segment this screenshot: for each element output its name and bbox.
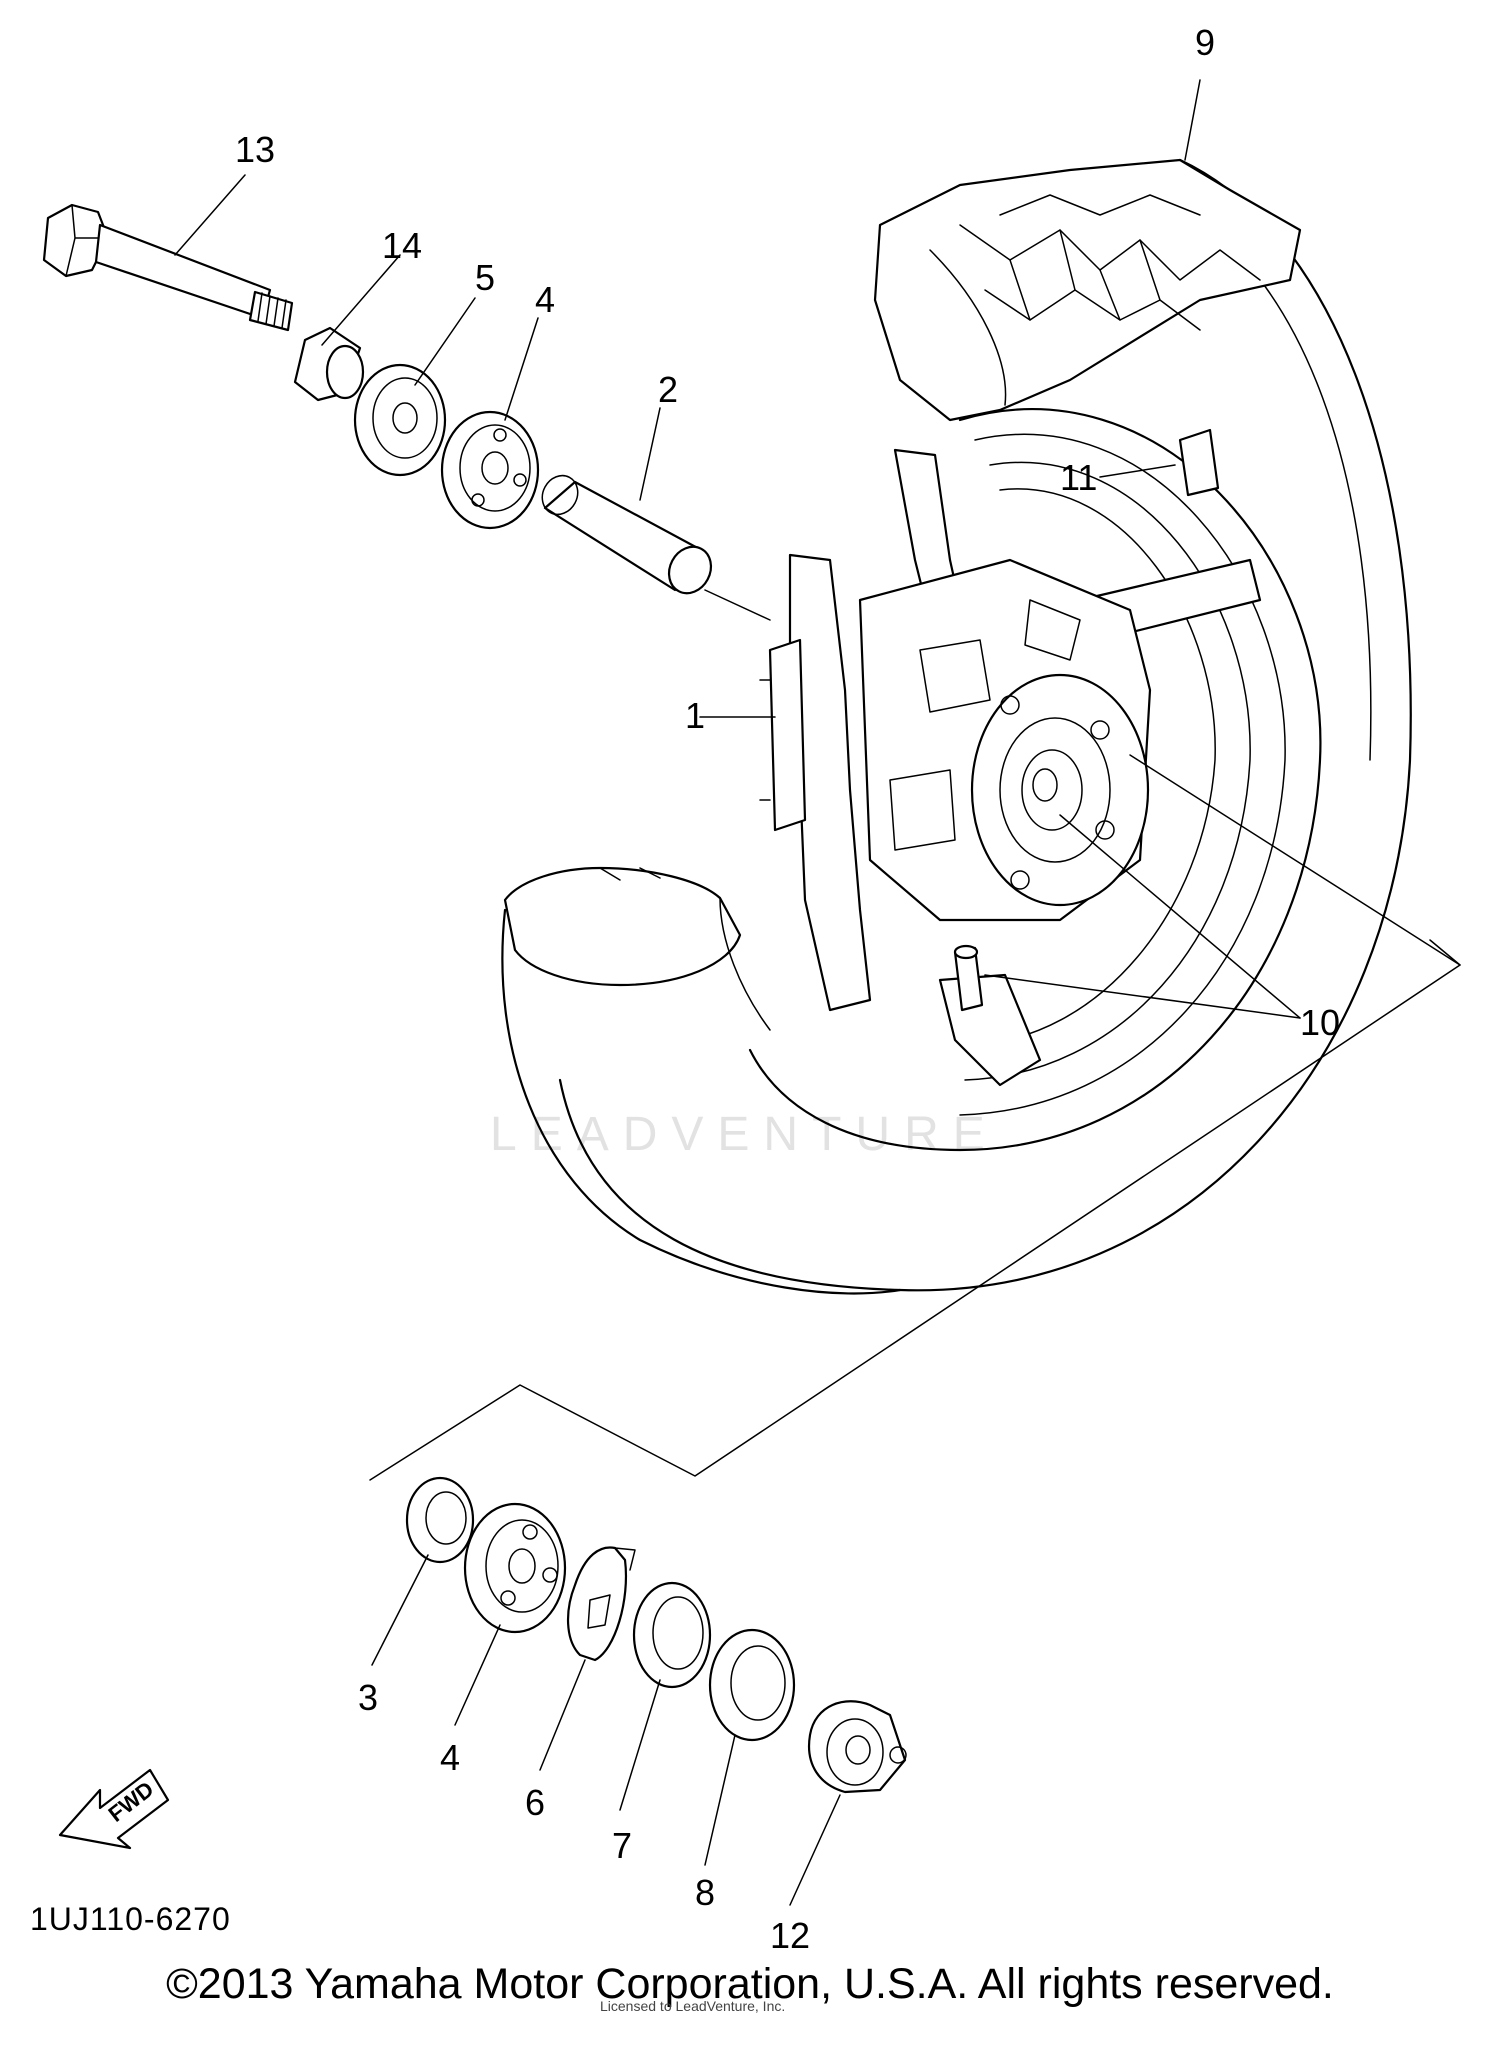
axle-shaft	[42, 203, 294, 332]
collar	[293, 326, 365, 402]
tire-cutaway-bottom	[503, 866, 742, 987]
retainer-7	[632, 1581, 712, 1689]
callout-14: 14	[382, 225, 422, 266]
tire-outer	[558, 158, 1412, 1292]
part-code: 1UJ110-6270	[30, 1901, 231, 1937]
callout-1: 1	[685, 695, 705, 736]
watermark-text: LEADVENTURE	[490, 1108, 999, 1161]
brake-flange	[768, 638, 807, 832]
callout-6: 6	[525, 1782, 545, 1823]
callout-4-top: 4	[535, 279, 555, 320]
oil-seal-3	[405, 1476, 475, 1564]
callout-10: 10	[1300, 1002, 1340, 1043]
group-bracket	[369, 939, 1461, 1481]
fwd-arrow-icon: FWD	[58, 1768, 170, 1850]
spacer	[541, 474, 713, 595]
gear-unit	[807, 1700, 907, 1794]
leader-lines	[174, 79, 1301, 1906]
callouts: 1 2 3 4 4 5 6 7 8 9 10 11 12 13 14	[235, 22, 1340, 1956]
copyright-notice: ©2013 Yamaha Motor Corporation, U.S.A. A…	[166, 1960, 1334, 2008]
callout-3: 3	[358, 1677, 378, 1718]
callout-9: 9	[1195, 22, 1215, 63]
bearing-4-bottom	[463, 1502, 567, 1634]
oil-seal-8	[708, 1628, 796, 1742]
callout-7: 7	[612, 1825, 632, 1866]
licensed-note: Licensed to LeadVenture, Inc.	[600, 1998, 786, 2014]
callout-4-bottom: 4	[440, 1737, 460, 1778]
hub-face	[970, 673, 1150, 907]
oil-seal-5	[353, 363, 447, 477]
callout-13: 13	[235, 129, 275, 170]
callout-11: 11	[1060, 457, 1097, 498]
axle-thread	[248, 290, 294, 332]
spoke-bottom	[938, 973, 1042, 1087]
callout-12: 12	[770, 1915, 810, 1956]
bottom-parts-group	[369, 754, 1461, 1794]
tire-cutaway-top	[873, 158, 1302, 422]
meter-clutch	[566, 1546, 636, 1662]
callout-2: 2	[658, 369, 678, 410]
callout-5: 5	[475, 257, 495, 298]
callout-8: 8	[695, 1872, 715, 1913]
bearing-4-top	[440, 410, 540, 530]
balance-weight	[1178, 428, 1220, 497]
